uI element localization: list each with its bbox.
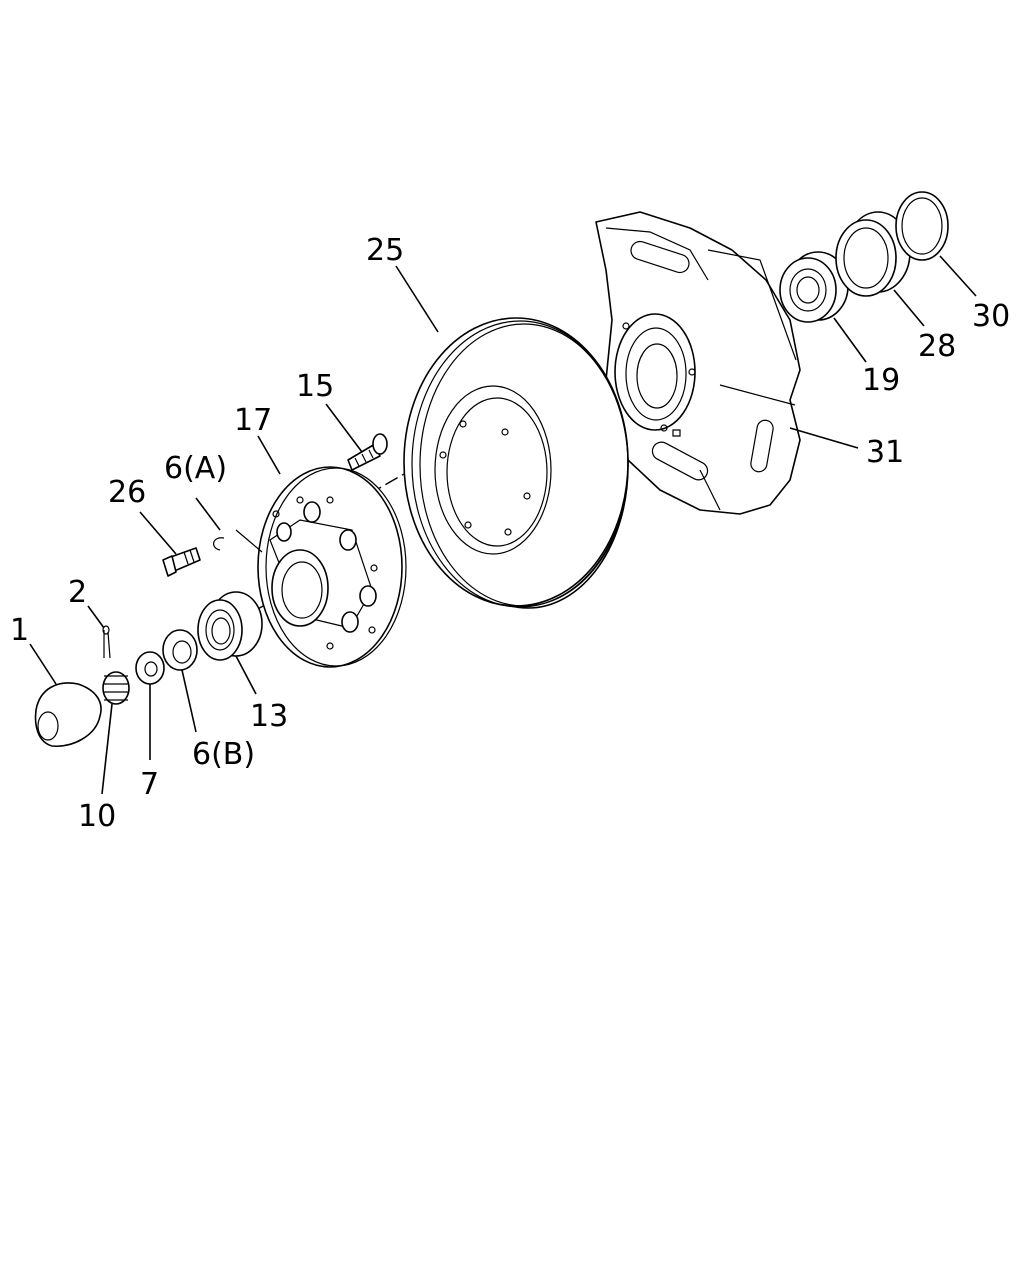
part-clip-a[interactable] bbox=[213, 529, 263, 553]
leader-10 bbox=[101, 703, 113, 795]
callout-28: 28 bbox=[918, 329, 956, 364]
part-outer-bearing[interactable] bbox=[197, 591, 263, 661]
part-cotter-pin[interactable] bbox=[102, 625, 111, 659]
callout-6a: 6(A) bbox=[164, 451, 227, 486]
callout-10: 10 bbox=[78, 799, 116, 834]
leader-lines bbox=[29, 255, 977, 795]
leader-31 bbox=[789, 427, 859, 449]
part-oil-seal[interactable] bbox=[835, 211, 911, 297]
callout-13: 13 bbox=[250, 699, 288, 734]
leader-6a bbox=[195, 497, 221, 531]
part-dust-shield[interactable] bbox=[595, 211, 801, 515]
leader-2 bbox=[87, 605, 105, 629]
callout-7: 7 bbox=[140, 767, 159, 802]
part-inner-bearing[interactable] bbox=[779, 251, 849, 323]
callout-labels: 1 2 6(A) 6(B) 7 10 13 15 17 19 25 26 28 … bbox=[10, 233, 1010, 834]
leader-13 bbox=[235, 655, 257, 695]
part-hub-nut[interactable] bbox=[135, 651, 165, 685]
callout-6b: 6(B) bbox=[192, 737, 255, 772]
part-seal-ring[interactable] bbox=[895, 191, 949, 261]
callout-25: 25 bbox=[366, 233, 404, 268]
callout-30: 30 bbox=[972, 299, 1010, 334]
callout-19: 19 bbox=[862, 363, 900, 398]
callout-26: 26 bbox=[108, 475, 146, 510]
callout-31: 31 bbox=[866, 435, 904, 470]
leader-17 bbox=[257, 435, 281, 475]
leader-19 bbox=[833, 317, 867, 363]
part-nut-lock[interactable] bbox=[102, 671, 130, 705]
leader-26 bbox=[139, 511, 177, 555]
part-wheel-hub[interactable] bbox=[257, 466, 407, 668]
callout-15: 15 bbox=[296, 369, 334, 404]
part-grease-cap[interactable] bbox=[34, 682, 102, 747]
leader-30 bbox=[939, 255, 977, 297]
part-washer-b[interactable] bbox=[162, 629, 198, 671]
callout-17: 17 bbox=[234, 403, 272, 438]
callout-2: 2 bbox=[68, 575, 87, 610]
leader-28 bbox=[893, 289, 925, 327]
leader-15 bbox=[325, 403, 363, 453]
leader-6b bbox=[181, 669, 197, 733]
part-brake-rotor[interactable] bbox=[403, 317, 629, 609]
part-hub-bolt[interactable] bbox=[347, 433, 388, 471]
part-bolt[interactable] bbox=[162, 547, 201, 577]
leader-25 bbox=[395, 265, 439, 333]
callout-1: 1 bbox=[10, 613, 29, 648]
leader-1 bbox=[29, 643, 57, 685]
